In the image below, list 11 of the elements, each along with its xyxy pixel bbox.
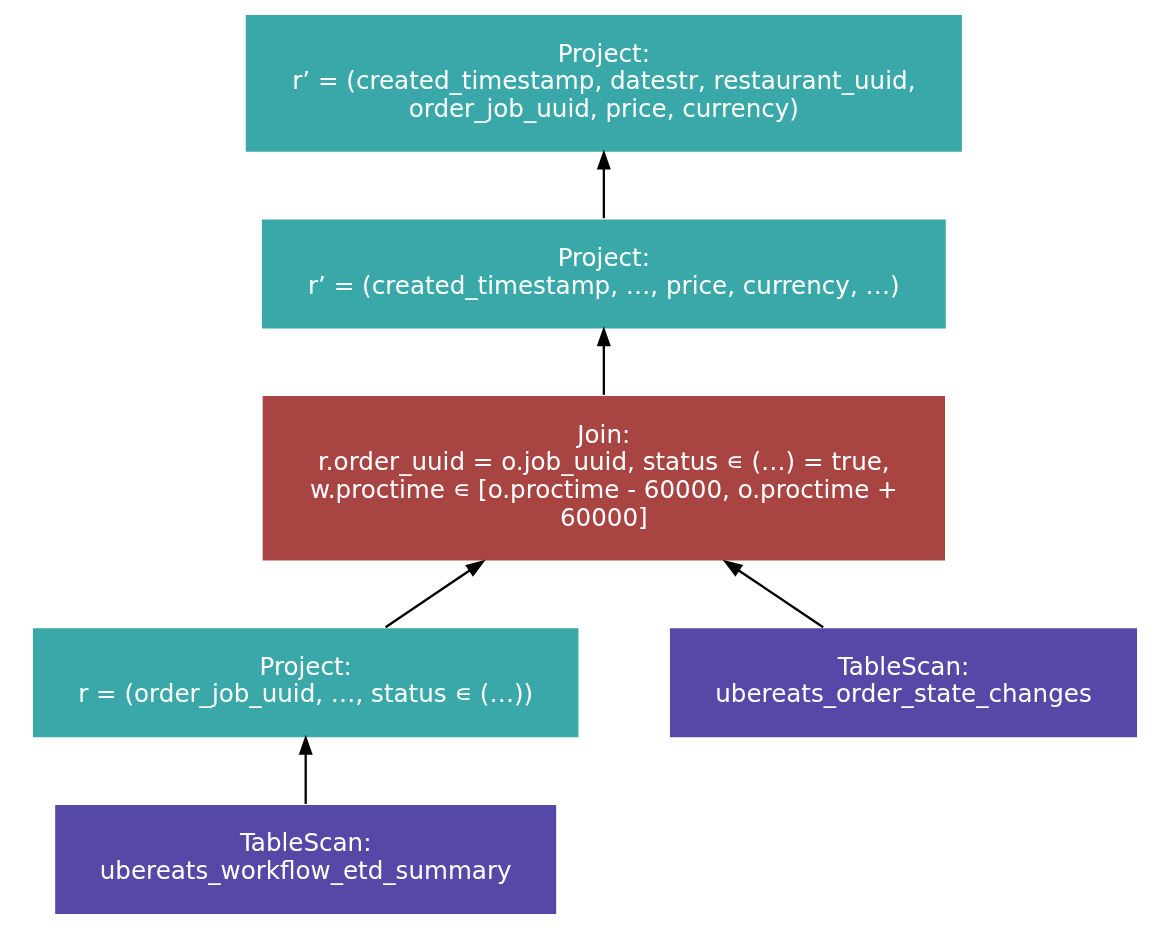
arrow: [596, 326, 611, 395]
node-box: Project: r’ = (created_timestamp, datestr, restaurant_uuid, order_job_uuid, price, currency): [243, 13, 963, 154]
node-box: Project: r’ = (created_timestamp, …, price, currency, …): [259, 217, 947, 331]
node-box: TableScan: ubereats_order_state_changes: [667, 626, 1139, 739]
node-box: Join: r.order_uuid = o.job_uuid, status ∊ (…) = true, w.proctime ∊ [o.proctime - 60000, o.proctime + 60000]: [260, 394, 947, 563]
node-box: Project: r = (order_job_uuid, …, status ∊ (…)): [30, 626, 580, 739]
node-box: TableScan: ubereats_workflow_etd_summary: [53, 803, 558, 916]
arrow: [722, 559, 824, 629]
arrow: [596, 149, 611, 219]
arrow: [384, 559, 486, 629]
arrow: [298, 734, 313, 804]
